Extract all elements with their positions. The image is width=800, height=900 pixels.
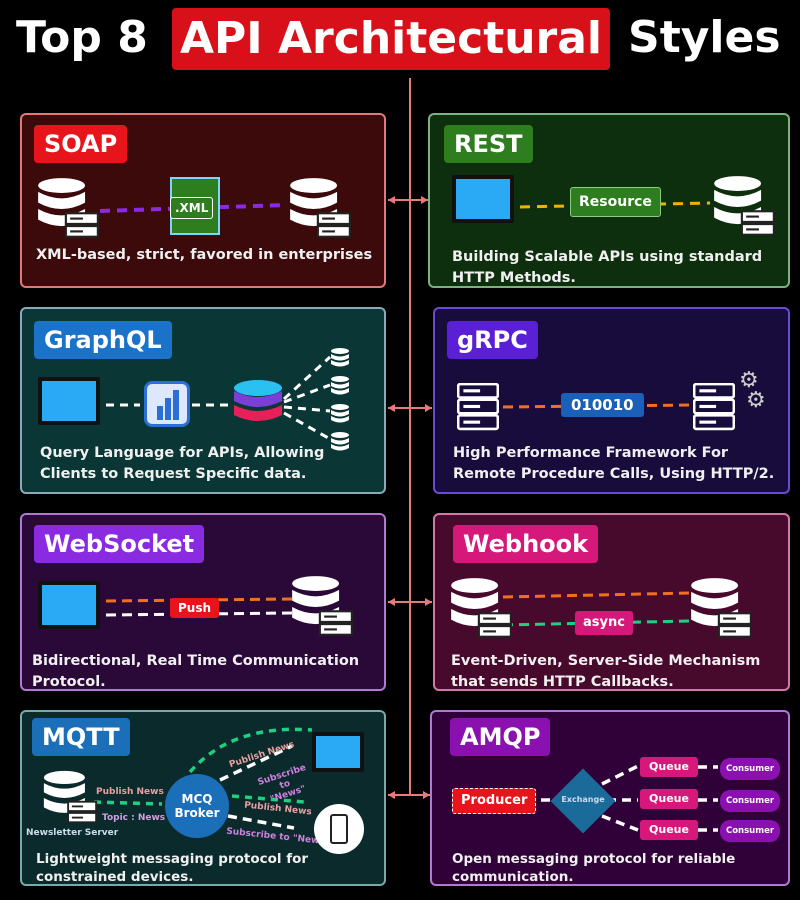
push-label: Push (170, 598, 220, 618)
soap-description: XML-based, strict, favored in enterprise… (36, 247, 373, 263)
webhook-description: Event-Driven, Server-Side Mechanism that… (451, 653, 761, 690)
chart-app-icon (144, 381, 190, 427)
broker-node: MCQ Broker (165, 774, 229, 838)
panel-graphql: GraphQL Query Language for APIs, Allowin… (20, 307, 386, 494)
database-icon (290, 575, 354, 639)
queue-node: Queue (640, 820, 698, 840)
mini-database-icon (330, 375, 350, 395)
websocket-badge: WebSocket (34, 525, 205, 563)
connector-line (519, 201, 711, 209)
title-part-3: Styles (628, 12, 781, 63)
mini-database-icon (330, 347, 350, 367)
xml-file-icon: .XML (170, 177, 220, 235)
mini-database-icon (330, 403, 350, 423)
phone-icon (314, 804, 364, 854)
soap-badge: SOAP (34, 125, 128, 163)
newsletter-server-label: Newsletter Server (26, 828, 119, 838)
monitor-icon (38, 581, 100, 629)
database-icon (449, 577, 513, 641)
resource-label: Resource (570, 187, 661, 217)
binary-label: 010010 (561, 393, 644, 417)
graphql-description: Query Language for APIs, Allowing Client… (40, 445, 325, 482)
consumer-node: Consumer (720, 790, 780, 812)
webhook-badge: Webhook (453, 525, 599, 563)
rest-description: Building Scalable APIs using standard HT… (452, 249, 763, 286)
async-label: async (575, 611, 633, 635)
graphql-badge: GraphQL (34, 321, 172, 359)
consumer-node: Consumer (720, 820, 780, 842)
server-icon (693, 383, 735, 431)
connector-lines (93, 727, 313, 830)
monitor-icon (452, 175, 514, 223)
grpc-badge: gRPC (447, 321, 538, 359)
panel-mqtt: MQTT Newsletter Server Publish News Topi… (20, 710, 386, 886)
panel-soap: SOAP .XML XML-based, strict, favored in … (20, 113, 386, 288)
queue-node: Queue (640, 789, 698, 809)
panel-rest: REST Resource Building Scalable APIs usi… (428, 113, 790, 288)
server-icon (457, 383, 499, 431)
grpc-description: High Performance Framework For Remote Pr… (453, 445, 775, 482)
publish-label: Publish News (96, 787, 164, 797)
gears-icon: ⚙ ⚙ (739, 368, 766, 413)
panel-grpc: gRPC 010010 ⚙ ⚙ High Performance Framewo… (433, 307, 790, 494)
mqtt-badge: MQTT (32, 718, 130, 756)
panel-websocket: WebSocket Push Bidirectional, Real Time … (20, 513, 386, 691)
exchange-label: Exchange (561, 795, 605, 804)
panel-amqp: AMQP Producer Exchange Queue Queue Queue… (430, 710, 790, 886)
title-part-1: Top 8 (16, 12, 148, 63)
mqtt-description: Lightweight messaging protocol for const… (36, 851, 309, 885)
monitor-icon (38, 377, 100, 425)
topic-label: Topic : News (102, 813, 166, 823)
consumer-node: Consumer (720, 758, 780, 780)
amqp-description: Open messaging protocol for reliable com… (452, 851, 736, 885)
producer-node: Producer (452, 788, 537, 814)
page-title: Top 8 API Architectural Styles (0, 8, 800, 70)
websocket-description: Bidirectional, Real Time Communication P… (32, 653, 360, 690)
connector-lines (106, 355, 332, 441)
database-icon (689, 577, 753, 641)
xml-label: .XML (170, 197, 214, 219)
rest-badge: REST (444, 125, 533, 163)
database-icon (712, 175, 776, 239)
queue-node: Queue (640, 757, 698, 777)
title-highlight: API Architectural (172, 8, 611, 70)
panel-webhook: Webhook async Event-Driven, Server-Side … (433, 513, 790, 691)
amqp-badge: AMQP (450, 718, 551, 756)
colored-database-icon (234, 380, 282, 421)
monitor-icon (312, 732, 364, 772)
database-icon (42, 770, 98, 826)
